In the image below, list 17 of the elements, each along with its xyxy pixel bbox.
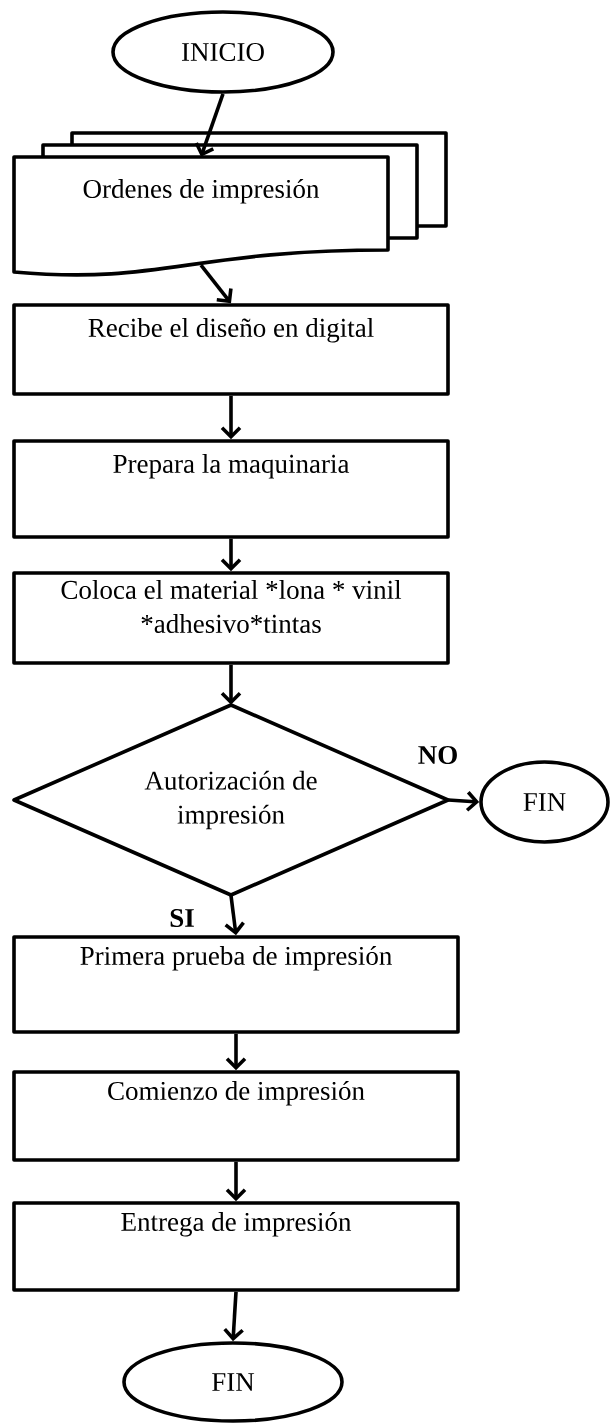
arrow — [448, 791, 480, 812]
arrow — [223, 1291, 244, 1342]
process-box: Coloca el material *lona * vinil *adhesivo*tintas — [12, 571, 450, 665]
arrow — [225, 1033, 247, 1071]
process-box: Prepara la maquinaria — [12, 439, 450, 539]
arrow — [220, 664, 242, 705]
arrow — [225, 1161, 247, 1202]
process-box: Entrega de impresión — [12, 1201, 460, 1292]
arrow — [220, 395, 242, 440]
edge-label: SI — [168, 907, 196, 929]
process-box: Primera prueba de impresión — [12, 935, 460, 1034]
arrow — [220, 538, 242, 572]
process-box: Comienzo de impresión — [12, 1070, 460, 1162]
process-box: Recibe el diseño en digital — [12, 303, 450, 396]
arrow — [194, 93, 225, 157]
arrow — [224, 895, 245, 936]
arrow — [199, 264, 233, 304]
